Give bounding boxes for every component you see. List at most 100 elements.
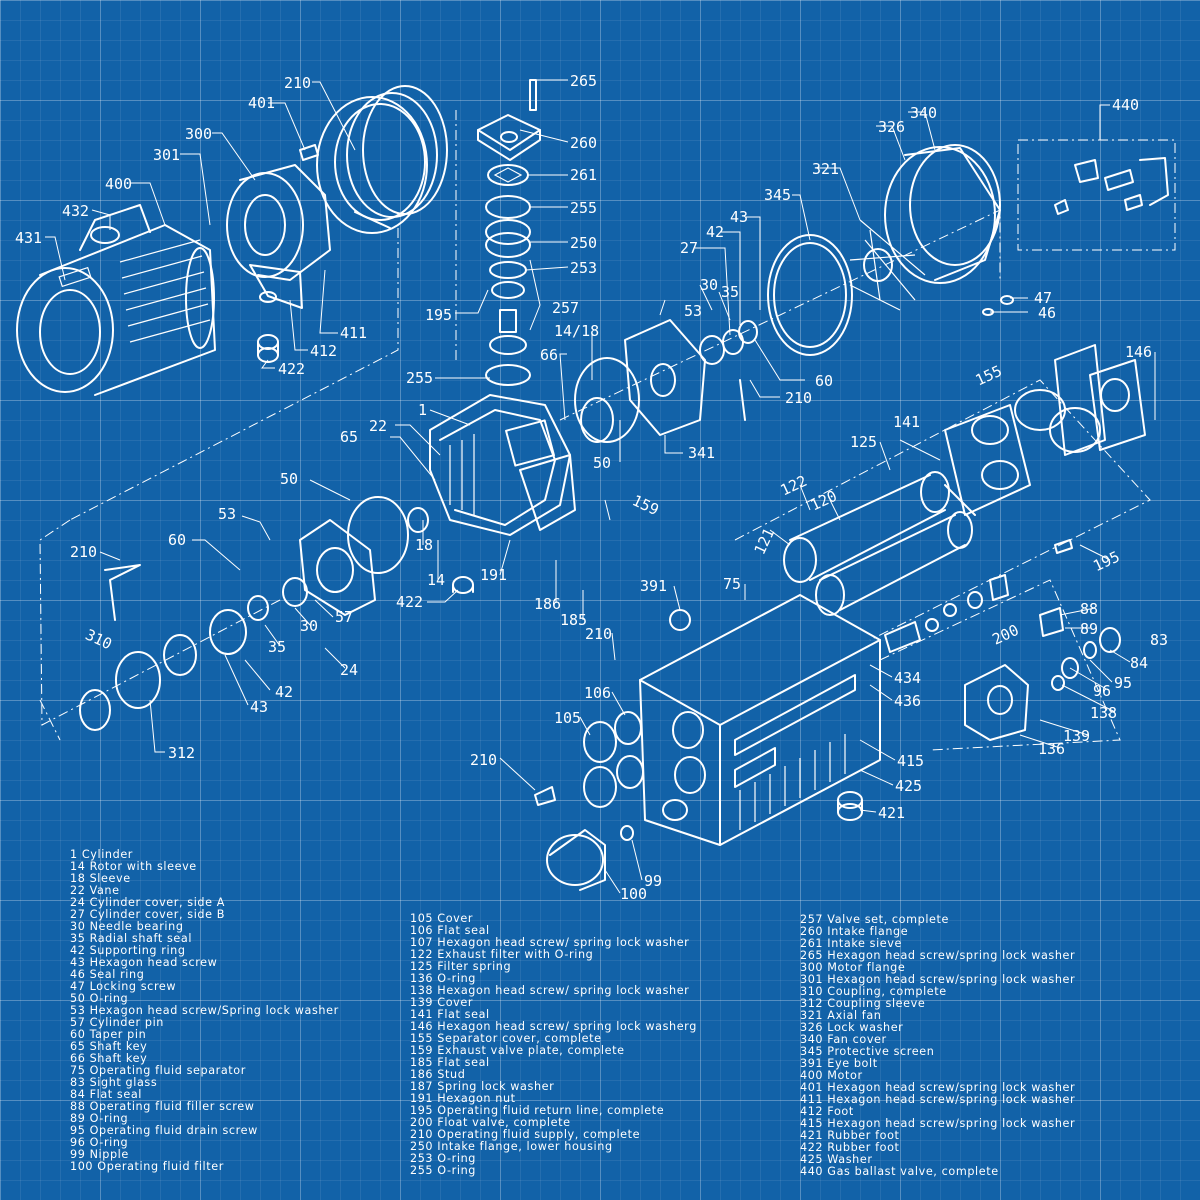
callout-106: 106	[584, 684, 611, 702]
legend-item: 18 Sleeve	[70, 872, 131, 885]
legend-item: 136 O-ring	[410, 972, 476, 985]
motor-400	[16, 204, 216, 396]
callout-136: 136	[1038, 740, 1065, 758]
legend-item: 425 Washer	[800, 1153, 873, 1166]
legend-item: 391 Eye bolt	[800, 1057, 878, 1070]
legend-item: 422 Rubber foot	[800, 1141, 900, 1154]
legend-item: 257 Valve set, complete	[800, 913, 949, 926]
callout-401: 401	[248, 94, 275, 112]
callout-255-mid: 255	[406, 369, 433, 387]
callout-146: 146	[1125, 343, 1152, 361]
callout-105: 105	[554, 709, 581, 727]
callout-257: 257	[552, 299, 579, 317]
legend-item: 122 Exhaust filter with O-ring	[410, 948, 594, 961]
callout-431: 431	[15, 229, 42, 247]
callout-425: 425	[895, 777, 922, 795]
callout-99: 99	[644, 872, 662, 890]
legend-item: 440 Gas ballast valve, complete	[800, 1165, 999, 1178]
callout-43-right: 43	[730, 208, 748, 226]
callout-210-right: 210	[785, 389, 812, 407]
callout-122: 122	[778, 472, 810, 500]
callout-210-pulley: 210	[284, 74, 311, 92]
callout-50-left: 50	[280, 470, 298, 488]
callout-96: 96	[1093, 682, 1111, 700]
fluid-filter-100	[534, 711, 644, 891]
legend-item: 99 Nipple	[70, 1148, 129, 1161]
callout-95: 95	[1114, 674, 1132, 692]
callout-1: 1	[418, 401, 427, 419]
legend-item: 35 Radial shaft seal	[70, 932, 193, 945]
legend-item: 22 Vane	[70, 884, 120, 897]
callout-125: 125	[850, 433, 877, 451]
callout-100: 100	[620, 885, 647, 903]
legend-item: 75 Operating fluid separator	[70, 1064, 246, 1077]
fluid-separator-75	[639, 594, 881, 846]
legend-item: 345 Protective screen	[800, 1045, 935, 1058]
cylinder-1	[407, 394, 576, 594]
callout-300: 300	[185, 125, 212, 143]
legend-column-1: 1 Cylinder 14 Rotor with sleeve 18 Sleev…	[70, 849, 339, 1173]
callout-391: 391	[640, 577, 667, 595]
legend-item: 159 Exhaust valve plate, complete	[410, 1044, 625, 1057]
callout-422-top: 422	[278, 360, 305, 378]
callout-400: 400	[105, 175, 132, 193]
legend-item: 260 Intake flange	[800, 925, 909, 938]
callout-261: 261	[570, 166, 597, 184]
callout-27: 27	[680, 239, 698, 257]
callout-24: 24	[340, 661, 358, 679]
callout-18: 18	[415, 536, 433, 554]
callout-301: 301	[153, 146, 180, 164]
cylinder-cover-b-27	[574, 319, 758, 443]
callout-191: 191	[480, 566, 507, 584]
legend-item: 106 Flat seal	[410, 924, 490, 937]
legend-item: 95 Operating fluid drain screw	[70, 1124, 258, 1137]
legend-item: 401 Hexagon head screw/spring lock washe…	[800, 1081, 1076, 1094]
callout-340: 340	[910, 104, 937, 122]
legend-item: 265 Hexagon head screw/spring lock washe…	[800, 949, 1076, 962]
legend-item: 253 O-ring	[410, 1152, 476, 1165]
callout-141: 141	[893, 413, 920, 431]
callout-432: 432	[62, 202, 89, 220]
legend-item: 88 Operating fluid filler screw	[70, 1100, 255, 1113]
callout-434: 434	[894, 669, 921, 687]
callout-84: 84	[1130, 654, 1148, 672]
legend-item: 146 Hexagon head screw/ spring lock wash…	[410, 1020, 697, 1033]
callout-210-sep: 210	[585, 625, 612, 643]
legend-item: 84 Flat seal	[70, 1088, 143, 1101]
callout-265: 265	[570, 72, 597, 90]
callout-155: 155	[973, 362, 1005, 390]
callout-195-right: 195	[1090, 547, 1122, 575]
callout-195-top: 195	[425, 306, 452, 324]
callout-47: 47	[1034, 289, 1052, 307]
legend-item: 100 Operating fluid filter	[70, 1160, 224, 1173]
callout-312: 312	[168, 744, 195, 762]
intake-flange-stack	[477, 79, 541, 386]
leader-lines	[45, 79, 1156, 894]
legend-item: 411 Hexagon head screw/spring lock washe…	[800, 1093, 1076, 1106]
legend-item: 261 Intake sieve	[800, 937, 902, 950]
callout-66: 66	[540, 346, 558, 364]
callout-50-right: 50	[593, 454, 611, 472]
legend-item: 27 Cylinder cover, side B	[70, 908, 226, 921]
callout-22: 22	[369, 417, 387, 435]
legend-item: 43 Hexagon head screw	[70, 956, 218, 969]
callout-326: 326	[878, 118, 905, 136]
callout-42-left: 42	[275, 683, 293, 701]
legend-item: 57 Cylinder pin	[70, 1016, 164, 1029]
legend-item: 46 Seal ring	[70, 968, 145, 981]
legend-item: 42 Supporting ring	[70, 944, 186, 957]
callout-341: 341	[688, 444, 715, 462]
callout-53-left: 53	[218, 505, 236, 523]
legend-item: 139 Cover	[410, 996, 474, 1009]
legend-item: 185 Flat seal	[410, 1056, 490, 1069]
legend-item: 400 Motor	[800, 1069, 863, 1082]
callout-185: 185	[560, 611, 587, 629]
legend-item: 141 Flat seal	[410, 1008, 490, 1021]
legend-item: 1 Cylinder	[70, 848, 133, 861]
legend-item: 155 Separator cover, complete	[410, 1032, 602, 1045]
legend-item: 47 Locking screw	[70, 980, 177, 993]
callout-35-left: 35	[268, 638, 286, 656]
callout-83: 83	[1150, 631, 1168, 649]
callout-138: 138	[1090, 704, 1117, 722]
legend-item: 96 O-ring	[70, 1136, 129, 1149]
